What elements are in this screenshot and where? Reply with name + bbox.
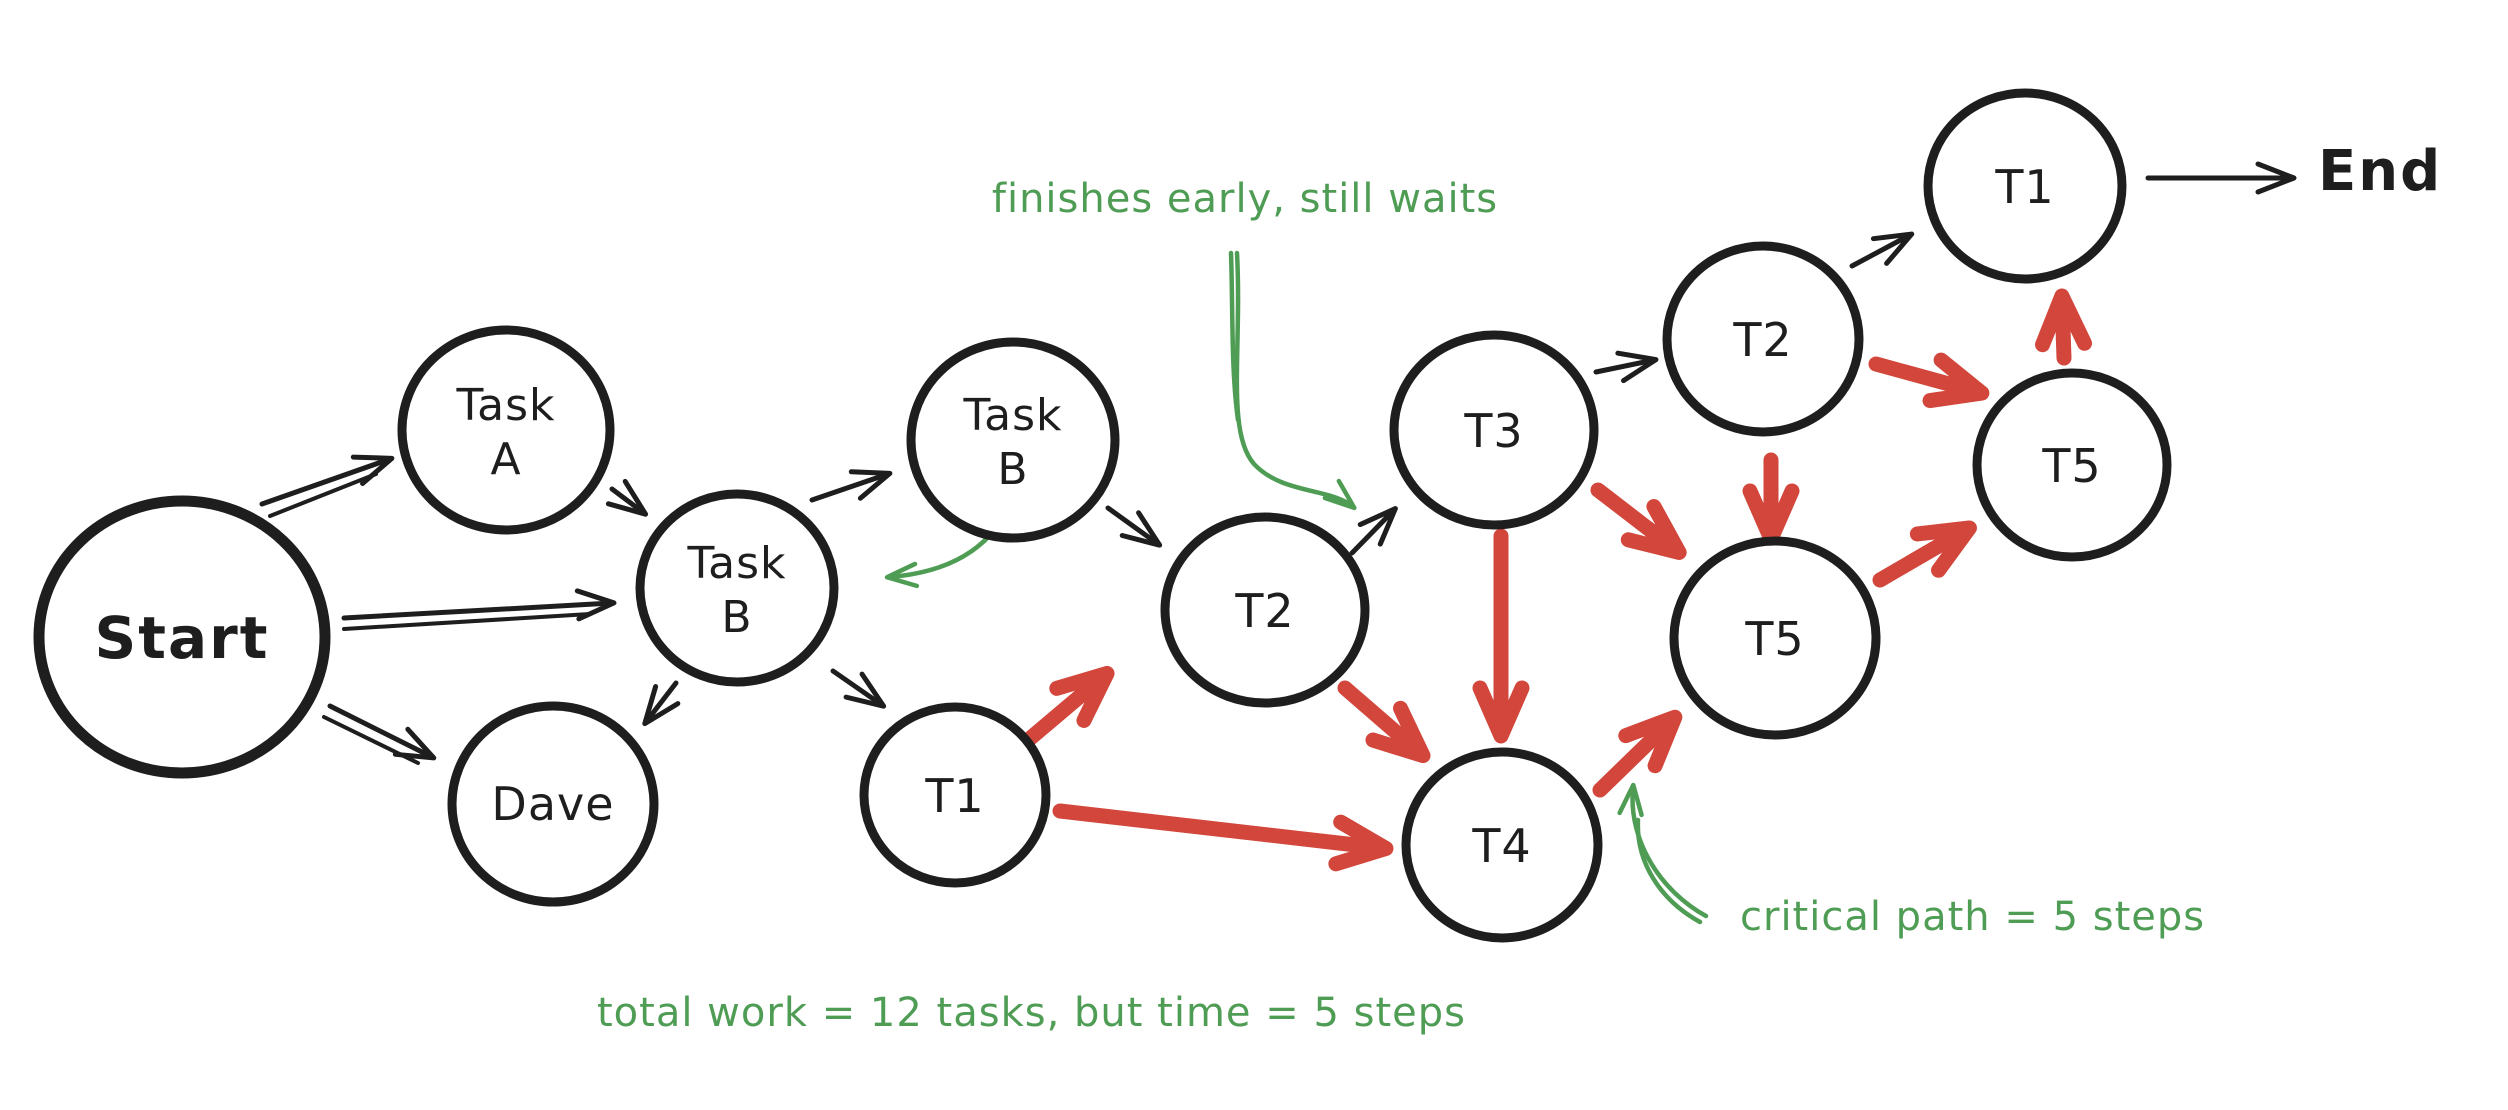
node-end-label[interactable]: End bbox=[2318, 139, 2442, 204]
edge-t3-t2-top[interactable] bbox=[1593, 350, 1659, 384]
node-task-b-circle[interactable] bbox=[635, 489, 839, 687]
annotation-arrow-critical-path-stroke2[interactable] bbox=[1635, 817, 1703, 925]
annotation-finishes-early[interactable]: finishes early, still waits bbox=[992, 176, 1498, 222]
node-task-b-label-line1: Task bbox=[687, 538, 787, 589]
edges-critical bbox=[1012, 288, 2093, 872]
edge-t5-far-t1-top[interactable] bbox=[2035, 288, 2093, 366]
annotation-critical-path[interactable]: critical path = 5 steps bbox=[1740, 894, 2205, 940]
node-dave: Dave bbox=[447, 701, 659, 907]
node-dave-label: Dave bbox=[491, 777, 614, 831]
edge-t1-t2[interactable] bbox=[1012, 665, 1115, 755]
edge-start-task-b-stroke2[interactable] bbox=[342, 612, 592, 631]
node-task-b-upper-label-line1: Task bbox=[963, 390, 1063, 441]
annotation-total-work[interactable]: total work = 12 tasks, but time = 5 step… bbox=[597, 990, 1466, 1036]
node-task-b-upper-circle[interactable] bbox=[906, 337, 1120, 543]
node-task-a-label-line2: A bbox=[490, 434, 521, 485]
node-task-a-circle[interactable] bbox=[397, 325, 615, 535]
annotation-arrow-finishes-early[interactable] bbox=[1234, 250, 1357, 511]
edge-task-a-task-b[interactable] bbox=[605, 478, 649, 517]
node-start-circle[interactable] bbox=[33, 495, 331, 779]
node-task-a-label-line1: Task bbox=[456, 380, 556, 431]
node-t3: T3 bbox=[1389, 330, 1599, 530]
node-start-label: Start bbox=[95, 604, 270, 672]
node-task-b-upper: Task B bbox=[906, 337, 1120, 543]
node-task-b: Task B bbox=[635, 489, 839, 687]
edge-task-b-t1[interactable] bbox=[830, 668, 887, 709]
node-dave-circle[interactable] bbox=[447, 701, 659, 907]
nodes: Start Task A Task B Dave Task B T1 T2 bbox=[33, 88, 2442, 943]
node-t1-label: T1 bbox=[924, 769, 984, 823]
node-t1-top-label: T1 bbox=[1994, 160, 2054, 214]
node-t2-top-label: T2 bbox=[1732, 313, 1792, 367]
node-t4-label: T4 bbox=[1471, 819, 1531, 873]
edge-t2-t4[interactable] bbox=[1337, 680, 1431, 764]
edge-task-b-task-b-upper[interactable] bbox=[809, 469, 893, 503]
annotation-arrow-critical-path[interactable] bbox=[1617, 782, 1709, 919]
node-t5-label: T5 bbox=[1744, 612, 1804, 666]
node-t2-label: T2 bbox=[1234, 584, 1294, 638]
node-task-a: Task A bbox=[397, 325, 615, 535]
node-t3-circle[interactable] bbox=[1389, 330, 1599, 530]
edge-start-task-a[interactable] bbox=[259, 454, 395, 507]
edge-t2-t3[interactable] bbox=[1349, 506, 1398, 556]
edge-start-dave-stroke2[interactable] bbox=[322, 715, 420, 765]
edge-t2-top-t1-top[interactable] bbox=[1849, 231, 1915, 269]
edge-t3-t5[interactable] bbox=[1590, 482, 1687, 560]
node-t1-top-circle[interactable] bbox=[1923, 88, 2127, 284]
node-task-b-label-line2: B bbox=[721, 592, 752, 643]
node-t4-circle[interactable] bbox=[1401, 747, 1603, 943]
node-t2-circle[interactable] bbox=[1160, 512, 1370, 708]
edge-t2-top-t5-far[interactable] bbox=[1868, 352, 1990, 409]
node-t5: T5 bbox=[1669, 536, 1881, 740]
node-t1-top: T1 bbox=[1923, 88, 2127, 284]
node-t5-far-circle[interactable] bbox=[1972, 368, 2172, 562]
edge-task-b-upper-t2[interactable] bbox=[1105, 505, 1163, 548]
edge-t4-t5[interactable] bbox=[1592, 709, 1683, 798]
node-task-b-upper-label-line2: B bbox=[997, 444, 1028, 495]
node-t4: T4 bbox=[1401, 747, 1603, 943]
node-t2-top: T2 bbox=[1662, 241, 1864, 437]
node-t1-circle[interactable] bbox=[859, 702, 1051, 888]
node-t2-top-circle[interactable] bbox=[1662, 241, 1864, 437]
node-t3-label: T3 bbox=[1463, 404, 1523, 458]
node-t5-far: T5 bbox=[1972, 368, 2172, 562]
annotation-texts: finishes early, still waits critical pat… bbox=[597, 176, 2205, 1036]
edge-start-task-b[interactable] bbox=[341, 588, 617, 622]
node-t2: T2 bbox=[1160, 512, 1370, 708]
edge-t1-t4[interactable] bbox=[1052, 803, 1394, 872]
edge-start-dave[interactable] bbox=[327, 703, 437, 761]
edge-t5-t5-far[interactable] bbox=[1872, 520, 1977, 588]
edge-task-b-dave[interactable] bbox=[642, 680, 681, 727]
edge-start-task-a-stroke2[interactable] bbox=[268, 472, 378, 518]
annotation-arrow-finishes-early-stroke2[interactable] bbox=[1228, 250, 1241, 423]
edges-normal bbox=[259, 161, 2297, 765]
node-t5-circle[interactable] bbox=[1669, 536, 1881, 740]
node-t5-far-label: T5 bbox=[2041, 439, 2101, 493]
node-start: Start bbox=[33, 495, 331, 779]
node-t1: T1 bbox=[859, 702, 1051, 888]
